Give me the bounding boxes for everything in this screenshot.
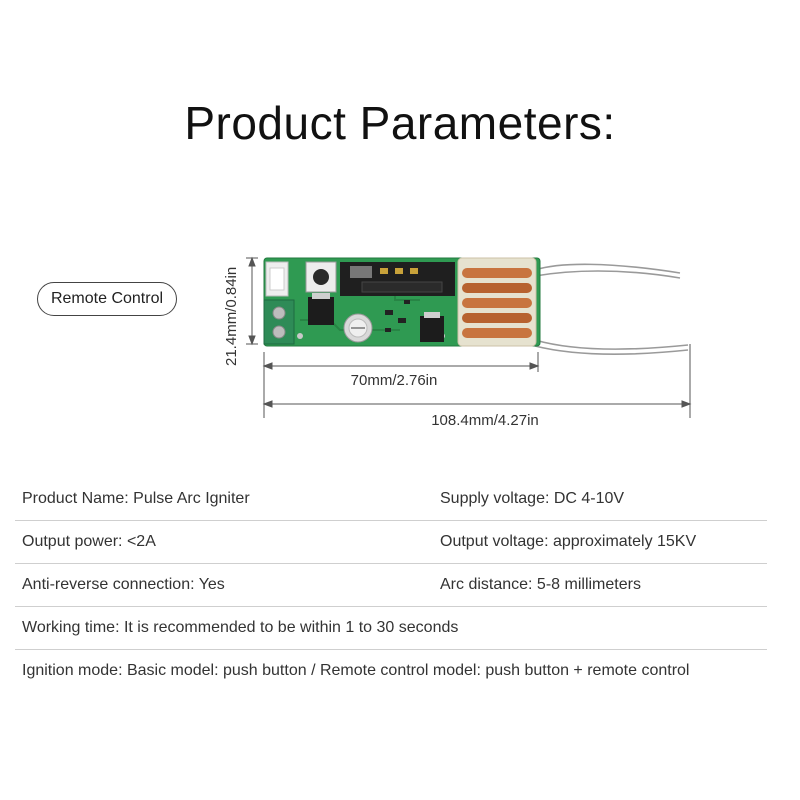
spec-row: Output power: <2A Output voltage: approx… (15, 521, 767, 564)
smd-components (385, 300, 410, 332)
spec-arc-distance: Arc distance: 5-8 millimeters (440, 576, 641, 593)
specs-table: Product Name: Pulse Arc Igniter Supply v… (15, 478, 767, 692)
board-length-dimension (262, 352, 540, 372)
mosfet-1 (308, 293, 334, 325)
spec-output-power: Output power: <2A (22, 533, 156, 550)
screw-terminal (263, 299, 295, 345)
spec-output-voltage: Output voltage: approximately 15KV (440, 533, 697, 550)
spec-working-time: Working time: It is recommended to be wi… (22, 619, 459, 636)
spec-ignition-mode: Ignition mode: Basic model: push button … (22, 662, 690, 679)
spec-row: Anti-reverse connection: Yes Arc distanc… (15, 564, 767, 607)
spec-row: Ignition mode: Basic model: push button … (15, 650, 767, 692)
spec-supply-voltage: Supply voltage: DC 4-10V (440, 490, 625, 507)
height-dimension-label: 21.4mm/0.84in (223, 267, 240, 366)
copper-coil (457, 257, 537, 347)
board-length-label: 70mm/2.76in (351, 372, 438, 389)
variant-label-badge: Remote Control (37, 282, 177, 316)
receiver-module (340, 262, 455, 296)
push-button (305, 261, 337, 293)
output-wires (534, 263, 689, 355)
total-length-label: 108.4mm/4.27in (431, 412, 539, 429)
spec-row: Product Name: Pulse Arc Igniter Supply v… (15, 478, 767, 521)
page-title: Product Parameters: (184, 97, 616, 149)
mosfet-2 (420, 312, 444, 342)
height-dimension (246, 256, 258, 346)
capacitor (343, 313, 373, 343)
spec-product-name: Product Name: Pulse Arc Igniter (22, 490, 250, 507)
spec-row: Working time: It is recommended to be wi… (15, 607, 767, 650)
jst-connector (265, 261, 289, 297)
total-length-dimension (262, 344, 692, 418)
spec-anti-reverse: Anti-reverse connection: Yes (22, 576, 225, 593)
